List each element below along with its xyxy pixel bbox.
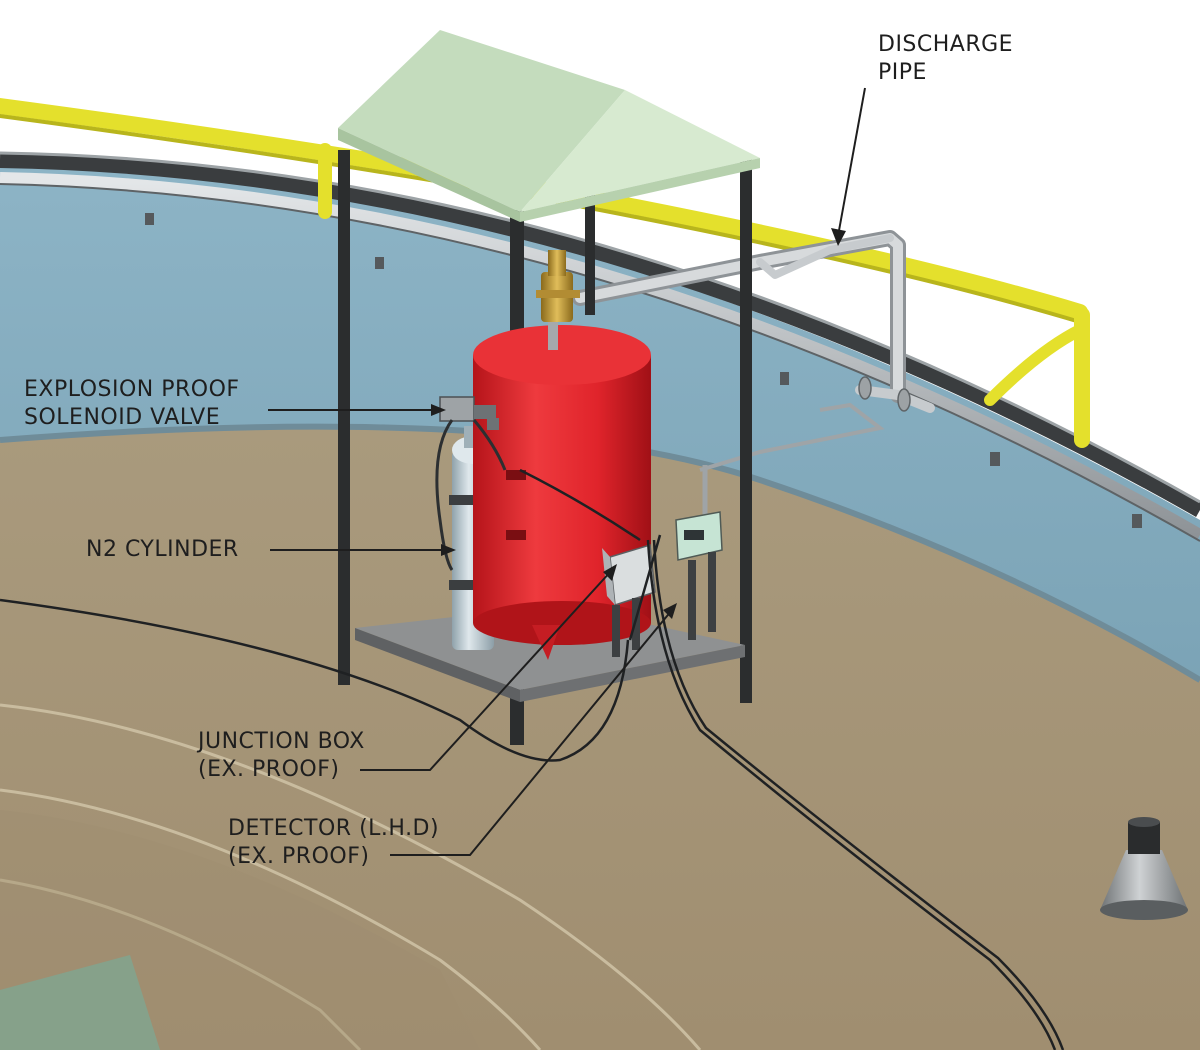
callout-detector-line2: (EX. PROOF) xyxy=(228,844,370,869)
roof-patch xyxy=(0,955,160,1050)
solenoid-valve-body xyxy=(439,396,499,430)
tank-top-rim-highlight xyxy=(0,151,1200,504)
callout-solenoid-valve-line2: SOLENOID VALVE xyxy=(24,405,221,430)
pipe-flanges xyxy=(858,376,911,412)
leader-junction-box xyxy=(360,569,613,771)
leader-lines xyxy=(268,87,866,856)
callout-detector: DETECTOR (L.H.D) (EX. PROOF) xyxy=(228,815,439,871)
callout-solenoid-valve-line1: EXPLOSION PROOF xyxy=(24,377,240,402)
arrow-solenoid-valve xyxy=(431,404,446,416)
arrow-n2-cylinder xyxy=(441,544,456,556)
callout-solenoid-valve: EXPLOSION PROOF SOLENOID VALVE xyxy=(24,376,276,432)
roof-vent-fitting xyxy=(1100,817,1188,920)
callout-junction-box-line1: JUNCTION BOX xyxy=(198,729,365,754)
arrow-detector xyxy=(663,603,677,619)
callout-junction-box: JUNCTION BOX (EX. PROOF) xyxy=(198,728,365,784)
rim-pipe xyxy=(0,172,1200,541)
canopy-roof-edge-right xyxy=(520,158,760,222)
callout-discharge-pipe: DISCHARGE PIPE xyxy=(878,31,1013,87)
callout-discharge-pipe-line1: DISCHARGE xyxy=(878,32,1014,57)
canopy-roof-left xyxy=(338,30,625,212)
skid-platform-front xyxy=(355,628,520,702)
callout-detector-line1: DETECTOR (L.H.D) xyxy=(228,816,440,841)
roof-ring-2 xyxy=(0,788,542,1050)
arrow-discharge-pipe xyxy=(831,228,846,246)
solenoid-hose-left xyxy=(435,419,454,571)
tank-top-rim xyxy=(0,152,1200,517)
callout-n2-cylinder-line1: N2 CYLINDER xyxy=(86,537,239,562)
callout-n2-cylinder: N2 CYLINDER xyxy=(86,536,239,564)
vessel-valve-assembly xyxy=(536,250,580,350)
arrow-junction-box xyxy=(603,564,617,581)
leader-arrowheads xyxy=(431,228,846,619)
roof-ring-3 xyxy=(0,878,362,1050)
detector-panel-body xyxy=(675,511,723,640)
rim-pipe-edge xyxy=(0,183,1200,542)
leader-detector xyxy=(390,609,673,856)
callout-discharge-pipe-line2: PIPE xyxy=(878,60,927,85)
callout-junction-box-line2: (EX. PROOF) xyxy=(198,757,340,782)
canopy-roof-right xyxy=(520,90,760,212)
roof-ring-1 xyxy=(0,703,702,1050)
rim-clamps xyxy=(145,213,1142,528)
floating-roof xyxy=(0,426,1200,1050)
leader-discharge-pipe xyxy=(837,87,866,237)
solenoid-hose-right xyxy=(472,419,507,471)
roof-rim-seal xyxy=(0,423,1200,683)
roof-cables xyxy=(0,468,1065,1050)
canopy-roof-edge xyxy=(338,128,520,222)
skid-platform-side xyxy=(520,645,745,702)
